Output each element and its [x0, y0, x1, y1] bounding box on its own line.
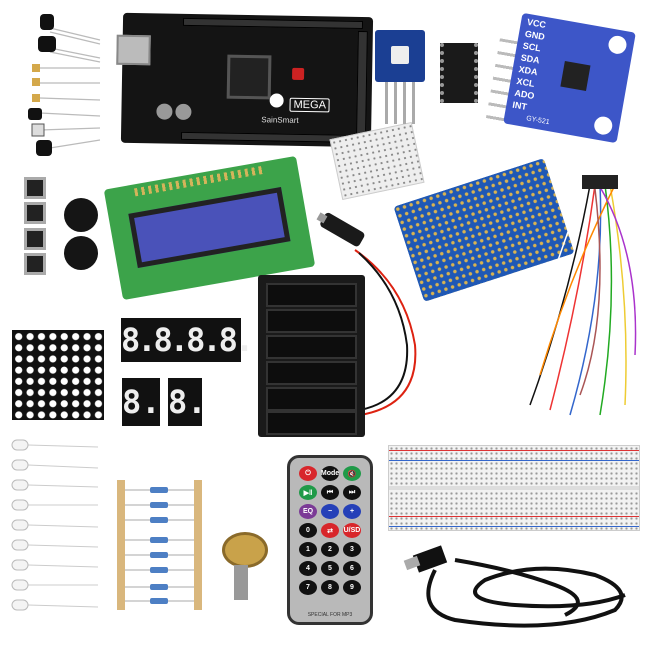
microcontroller-chip: [226, 54, 272, 100]
pin-label: ADO: [513, 87, 536, 102]
four-digit-7-segment: 8.8.8.8.: [121, 318, 254, 362]
pin-header: [180, 131, 352, 143]
single-digit-7-segment: 8.: [122, 378, 161, 426]
brand-label: SainSmart: [261, 115, 299, 125]
pin-label: SCL: [522, 40, 542, 54]
led-matrix-8x8: [12, 330, 104, 420]
remote-button[interactable]: ⏻: [299, 466, 317, 481]
pin-label: XCL: [515, 75, 536, 89]
gy521-module: VCC GND SCL SDA XDA XCL ADO INT GY-521: [503, 12, 636, 144]
remote-button[interactable]: U/SD: [343, 523, 361, 538]
potentiometer: [222, 532, 268, 568]
pin-label: INT: [511, 99, 528, 112]
model-label: MEGA: [289, 97, 331, 113]
single-digit-7-segment: 8.: [168, 378, 207, 426]
breadboard: [388, 445, 640, 531]
transistor: [40, 14, 54, 30]
remote-button[interactable]: 6: [343, 561, 361, 576]
remote-button[interactable]: 🔇: [343, 466, 361, 481]
transistor: [38, 36, 56, 52]
jumper-wires: [519, 175, 637, 416]
remote-button[interactable]: ⏮: [321, 485, 339, 500]
remote-button[interactable]: 7: [299, 580, 317, 595]
lcd-screen: [128, 186, 291, 269]
pin-label: XDA: [517, 64, 539, 78]
pin-label: VCC: [526, 16, 547, 31]
pin-header: [355, 30, 368, 142]
pin-header: [182, 17, 364, 30]
remote-button[interactable]: ⇄: [321, 523, 339, 538]
white-leds: [11, 439, 99, 611]
usb-cable: [403, 545, 626, 628]
remote-button[interactable]: Mode: [321, 466, 339, 481]
remote-button[interactable]: 3: [343, 542, 361, 557]
transistors-and-diodes: [28, 14, 101, 156]
remote-button[interactable]: 5: [321, 561, 339, 576]
battery-holder: [258, 275, 365, 437]
remote-footer-text: SPECIAL FOR MP3: [307, 612, 353, 618]
module-name: GY-521: [525, 115, 551, 127]
resistors: [117, 480, 202, 610]
remote-button[interactable]: 4: [299, 561, 317, 576]
remote-button[interactable]: 1: [299, 542, 317, 557]
dc-jack-cable: [316, 212, 417, 416]
reset-button: [292, 67, 305, 80]
capacitor: [175, 103, 192, 121]
remote-button[interactable]: −: [321, 504, 339, 519]
potentiometer-shaft: [234, 565, 248, 600]
capacitor: [156, 103, 173, 120]
remote-button[interactable]: 0: [299, 523, 317, 538]
pin-label: GND: [524, 28, 546, 43]
arduino-mega-board: MEGA SainSmart: [116, 12, 374, 148]
rgb-led-module: [375, 30, 425, 82]
remote-button[interactable]: 2: [321, 542, 339, 557]
remote-button[interactable]: 9: [343, 580, 361, 595]
remote-button[interactable]: ⏭: [343, 485, 361, 500]
pin-label: SDA: [519, 52, 541, 66]
remote-button[interactable]: EQ: [299, 504, 317, 519]
brand-logo: [269, 93, 284, 108]
remote-button[interactable]: ▶‖: [299, 485, 317, 500]
buzzer: [64, 198, 98, 232]
buzzer: [64, 236, 98, 270]
remote-button[interactable]: +: [343, 504, 361, 519]
remote-button[interactable]: 8: [321, 580, 339, 595]
usb-port: [116, 34, 151, 66]
ic-chip: [440, 43, 478, 103]
module-pins: [385, 82, 415, 124]
